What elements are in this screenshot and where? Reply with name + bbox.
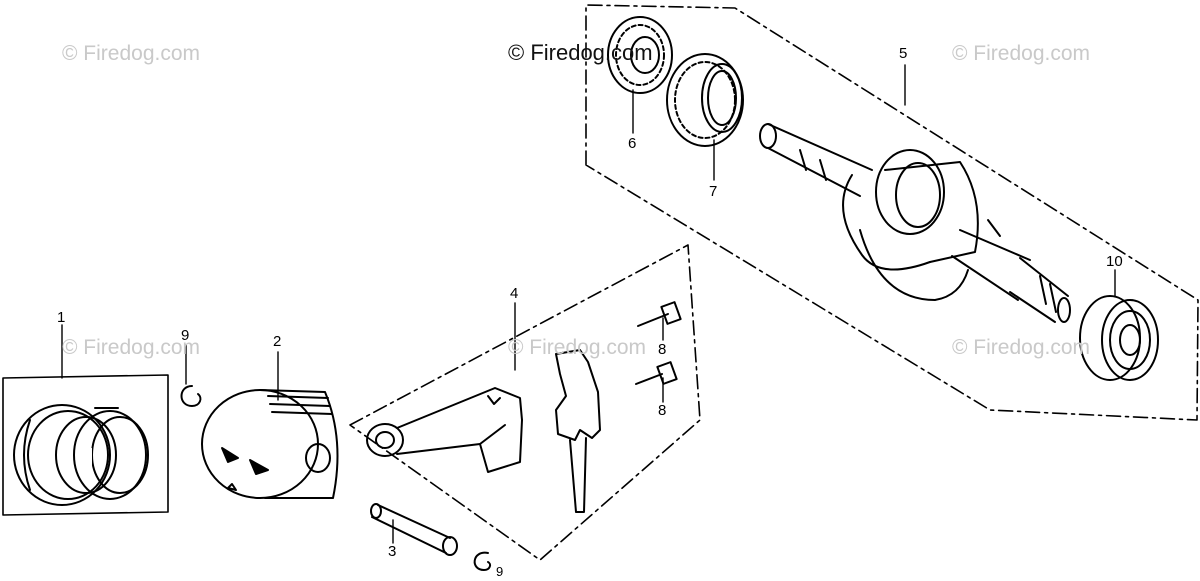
crankshaft xyxy=(759,123,1071,323)
callout-1: 1 xyxy=(57,309,66,326)
rod-bolt-lower xyxy=(635,361,678,385)
callout-8-lower: 8 xyxy=(658,402,667,419)
callout-10: 10 xyxy=(1106,253,1123,270)
callout-9-upper: 9 xyxy=(181,327,190,344)
callout-8-upper: 8 xyxy=(658,341,667,358)
callout-5: 5 xyxy=(899,45,908,62)
callout-4: 4 xyxy=(510,285,519,302)
callout-2: 2 xyxy=(273,333,282,350)
pin-clip-lower xyxy=(473,551,492,571)
watermark-top-left: © Firedog.com xyxy=(62,42,201,65)
crank-gear xyxy=(666,53,744,147)
watermark-mid-center: © Firedog.com xyxy=(508,336,647,359)
callout-9-lower: 9 xyxy=(496,564,504,579)
watermark-mid-left: © Firedog.com xyxy=(62,336,201,359)
callout-6: 6 xyxy=(628,135,637,152)
piston-pin xyxy=(370,503,458,556)
watermark-mid-right: © Firedog.com xyxy=(952,336,1091,359)
piston xyxy=(201,389,339,499)
connecting-rod-group-frame xyxy=(349,244,701,561)
timing-gear xyxy=(607,16,673,94)
ball-bearing xyxy=(1079,295,1159,381)
piston-ring-box xyxy=(2,374,169,516)
crankshaft-group-frame xyxy=(585,4,1199,421)
connecting-rod-cap xyxy=(555,349,601,513)
connecting-rod xyxy=(366,387,523,473)
rod-bolt-upper xyxy=(637,301,682,327)
piston-ring-set xyxy=(13,404,149,506)
callout-7: 7 xyxy=(709,183,718,200)
pin-clip-upper xyxy=(180,385,202,407)
watermark-top-center: © Firedog.com xyxy=(508,40,653,65)
watermark-top-right: © Firedog.com xyxy=(952,42,1091,65)
callout-3: 3 xyxy=(388,543,397,560)
